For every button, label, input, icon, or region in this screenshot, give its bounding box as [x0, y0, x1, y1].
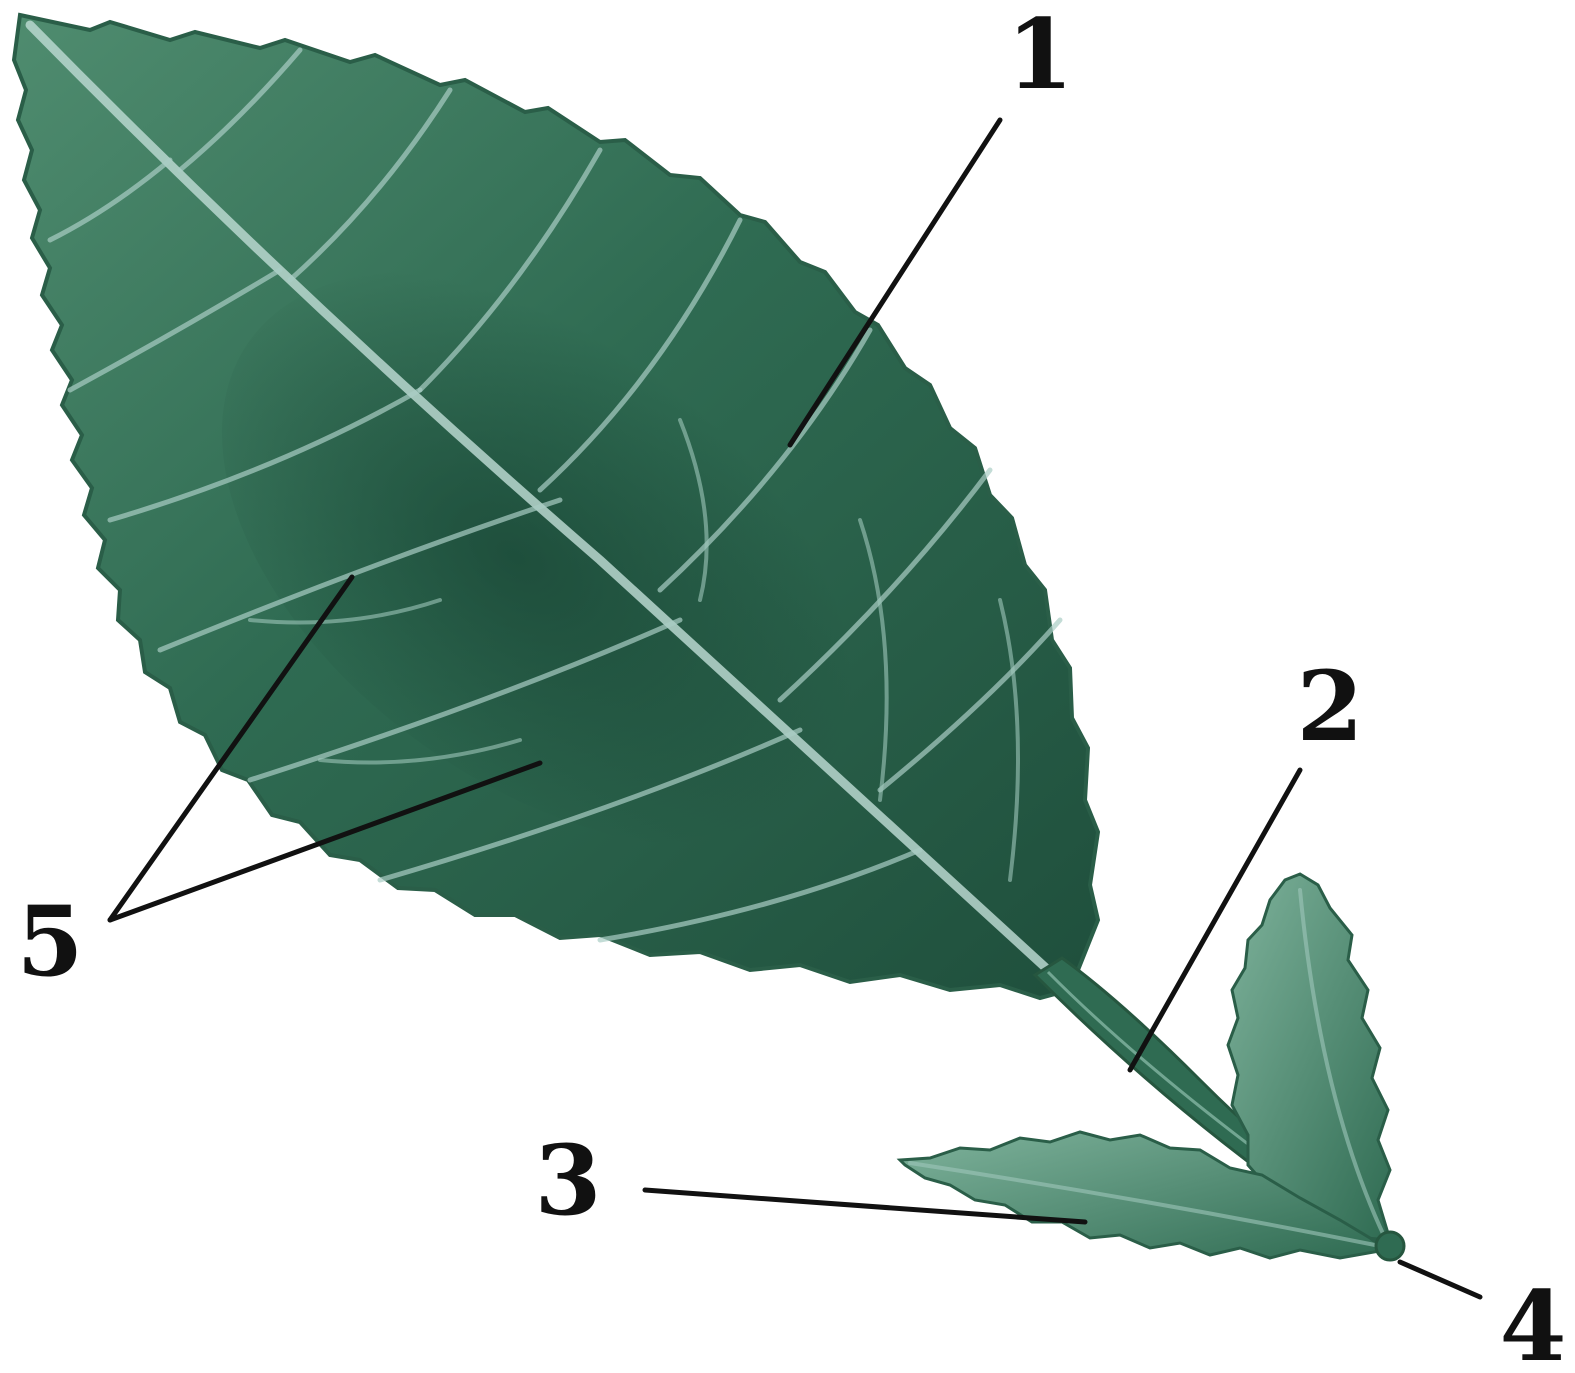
callout-label-2: 2 — [1297, 650, 1364, 763]
callout-label-5: 5 — [17, 885, 84, 998]
callout-label-4: 4 — [1500, 1270, 1567, 1373]
leaf-blade — [14, 15, 1098, 998]
leader-line-4 — [1400, 1262, 1480, 1297]
callout-label-1: 1 — [1007, 0, 1074, 111]
callout-label-3: 3 — [535, 1124, 602, 1237]
leaf-base — [1376, 1232, 1404, 1260]
